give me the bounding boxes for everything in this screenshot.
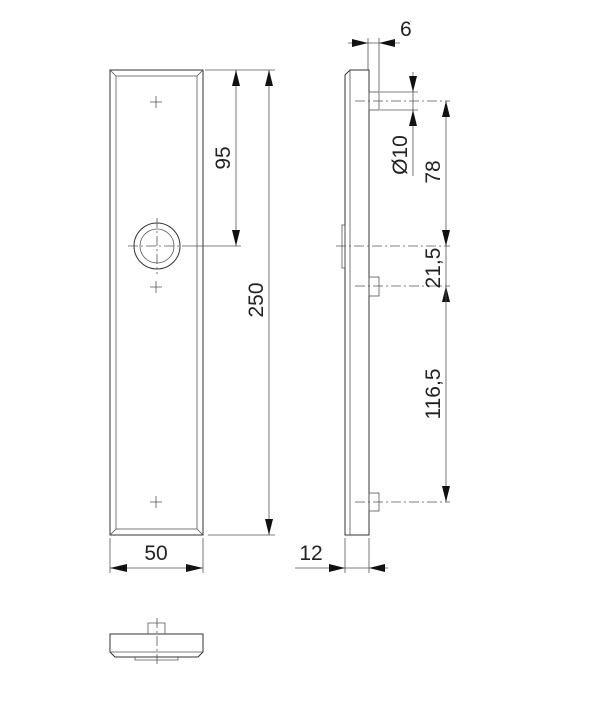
dim-6-label: 6 — [400, 18, 412, 41]
dim-diameter-10: Ø10 — [380, 72, 418, 176]
dim-78-label: 78 — [422, 160, 445, 183]
dim-95-label: 95 — [212, 146, 235, 169]
dim-12: 12 — [295, 538, 388, 573]
keyhole-rosette — [128, 218, 186, 274]
dim-250: 250 — [208, 70, 275, 536]
screw-hole-top — [150, 96, 162, 108]
side-view — [336, 69, 450, 536]
screw-hole-bottom — [150, 496, 162, 508]
dim-78: 78 — [422, 101, 450, 246]
dim-12-label: 12 — [299, 542, 322, 565]
dim-50-label: 50 — [144, 542, 167, 565]
dim-250-label: 250 — [245, 282, 268, 317]
dim-116-5: 116,5 — [422, 286, 450, 502]
dim-6: 6 — [348, 18, 412, 92]
dim-diameter-10-label: Ø10 — [389, 135, 412, 175]
screw-hole-middle — [150, 281, 162, 293]
pin-middle — [368, 276, 380, 297]
dim-116-5-label: 116,5 — [422, 369, 445, 420]
bottom-view — [109, 618, 204, 664]
dim-50: 50 — [109, 538, 204, 573]
dim-95: 95 — [186, 69, 275, 247]
front-view — [109, 69, 204, 536]
dim-21-5-label: 21,5 — [422, 248, 445, 289]
